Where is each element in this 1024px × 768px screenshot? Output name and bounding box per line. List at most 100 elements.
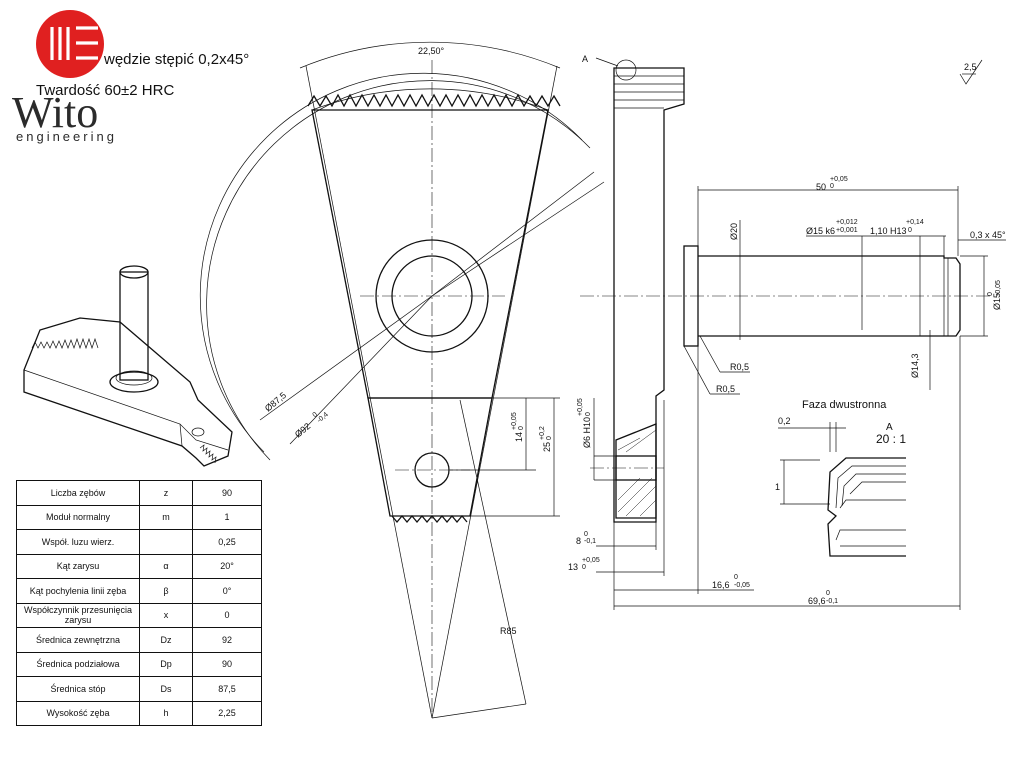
detail-scale: 20 : 1: [876, 432, 906, 446]
param-name: Współczynnik przesunięcia zarysu: [16, 602, 140, 628]
dim-length-69-6: 69,6: [808, 596, 826, 606]
dim-height-25-tol-bot: 0: [546, 436, 553, 440]
param-value: 2,25: [192, 700, 262, 726]
detail-dim-side: 1: [775, 482, 780, 492]
param-symbol: h: [139, 700, 193, 726]
param-symbol: Ds: [139, 676, 193, 702]
param-value: 87,5: [192, 676, 262, 702]
dim-width-13-tol-top: +0,05: [582, 557, 600, 564]
dim-width-13: 13: [568, 562, 578, 572]
dim-diameter-15: Ø15: [992, 293, 1002, 310]
param-symbol: m: [139, 504, 193, 530]
dim-diameter-15k6-tol-top: +0,012: [836, 219, 858, 226]
param-name: Moduł normalny: [16, 504, 140, 530]
param-value: 0°: [192, 578, 262, 604]
surface-finish-value: 2,5: [964, 62, 977, 72]
note-hardness: Twardość 60±2 HRC: [36, 82, 174, 99]
dim-groove-tol-bot: 0: [908, 227, 912, 234]
param-name: Liczba zębów: [16, 480, 140, 506]
logo-name: Wito: [12, 88, 98, 137]
param-symbol: Dp: [139, 651, 193, 677]
dim-diameter-15-tol-top: 0: [987, 292, 994, 296]
dim-length-16-6-tol-top: 0: [734, 574, 738, 581]
dim-angle: 22,50°: [418, 46, 445, 56]
dim-radius-05-b: R0,5: [716, 384, 735, 394]
param-name: Współ. luzu wierz.: [16, 529, 140, 555]
param-value: 1: [192, 504, 262, 530]
dim-chamfer: 0,3 x 45°: [970, 230, 1006, 240]
surface-finish-symbol: [959, 59, 983, 85]
dim-width-8-tol-bot: -0,1: [584, 538, 596, 545]
isometric-view: [23, 265, 233, 467]
dim-groove: 1,10 H13: [870, 226, 907, 236]
front-view: [199, 41, 605, 720]
dim-width-13-tol-bot: 0: [582, 564, 586, 571]
dim-diameter-15k6: Ø15 k6: [806, 226, 835, 236]
dim-radius: R85: [500, 626, 517, 636]
company-logo: Wito engineering: [12, 10, 117, 144]
dim-bore-tol-bot: 0: [585, 412, 592, 416]
param-value: 92: [192, 627, 262, 653]
param-value: 90: [192, 651, 262, 677]
dim-height-25-tol-top: +0,2: [539, 426, 546, 440]
logo-tagline: engineering: [16, 129, 117, 144]
param-value: 0,25: [192, 529, 262, 555]
dim-length-50: 50: [816, 182, 826, 192]
dim-diameter-14-3: Ø14,3: [910, 353, 920, 378]
detail-label: A: [886, 422, 893, 433]
section-marker: A: [582, 54, 588, 64]
dim-length-16-6-tol-bot: -0,05: [734, 582, 750, 589]
param-symbol: Dz: [139, 627, 193, 653]
dim-width-8-tol-top: 0: [584, 531, 588, 538]
param-name: Kąt pochylenia linii zęba: [16, 578, 140, 604]
param-name: Średnica stóp: [16, 676, 140, 702]
param-symbol: z: [139, 480, 193, 506]
dim-outer-tol-bot: -0,4: [316, 411, 330, 424]
detail-title: Faza dwustronna: [802, 399, 887, 411]
param-symbol: x: [139, 602, 193, 628]
dim-length-16-6: 16,6: [712, 580, 730, 590]
dim-bore: Ø6 H10: [582, 417, 592, 448]
dim-diameter-15-tol-bot: -0,05: [995, 280, 1002, 296]
dim-height-25: 25: [542, 442, 552, 452]
table-row: Współ. luzu wierz. 0,25: [16, 529, 262, 555]
dim-height-14-tol-top: +0,05: [511, 412, 518, 430]
dim-diameter-20: Ø20: [729, 223, 739, 240]
dim-width-8: 8: [576, 536, 581, 546]
param-symbol: [139, 529, 193, 555]
param-value: 0: [192, 602, 262, 628]
detail-dim-top: 0,2: [778, 416, 791, 426]
dim-length-50-tol-top: +0,05: [830, 176, 848, 183]
dim-length-69-6-tol-bot: -0,1: [826, 598, 838, 605]
dim-height-14-tol-bot: 0: [518, 426, 525, 430]
param-symbol: α: [139, 553, 193, 579]
iso-gear-teeth: [31, 337, 217, 464]
param-value: 90: [192, 480, 262, 506]
side-view: [580, 57, 1006, 610]
dim-groove-tol-top: +0,14: [906, 219, 924, 226]
param-name: Średnica zewnętrzna: [16, 627, 140, 653]
dim-radius-05-a: R0,5: [730, 362, 749, 372]
note-chamfer: wędzie stępić 0,2x45°: [103, 51, 249, 68]
param-symbol: β: [139, 578, 193, 604]
dim-bore-tol-top: +0,05: [577, 398, 584, 416]
param-name: Kąt zarysu: [16, 553, 140, 579]
logo-mark-icon: [50, 26, 98, 60]
dim-length-69-6-tol-top: 0: [826, 590, 830, 597]
param-value: 20°: [192, 553, 262, 579]
param-name: Wysokość zęba: [16, 700, 140, 726]
dim-root-diameter: Ø87,5: [263, 390, 288, 413]
dim-diameter-15k6-tol-bot: +0,001: [836, 227, 858, 234]
